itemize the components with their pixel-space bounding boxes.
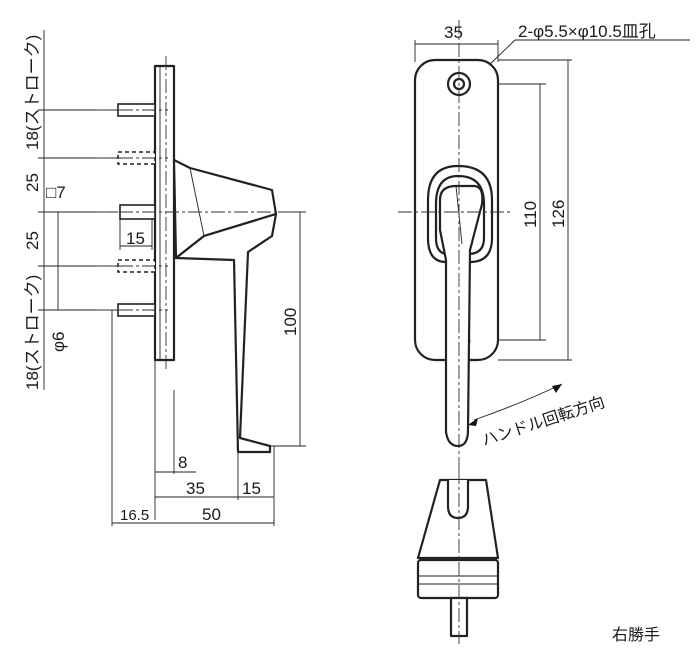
label-width-15: 15	[126, 229, 145, 248]
label-stroke-top: 18(ストローク)	[23, 35, 42, 150]
bottom-flange	[416, 558, 500, 600]
label-dim-110: 110	[521, 201, 540, 228]
base-plate	[153, 64, 176, 362]
handle-front	[438, 184, 484, 448]
label-rotation: ハンドル回転方向	[480, 393, 607, 450]
pins	[117, 103, 156, 317]
label-dim-8: 8	[178, 453, 187, 472]
label-holes: 2-φ5.5×φ10.5皿孔	[518, 22, 656, 41]
label-gap-lower: 25	[23, 231, 42, 250]
label-stroke-bottom: 18(ストローク)	[23, 275, 42, 390]
label-dim-50: 50	[202, 505, 221, 524]
label-phi6: φ6	[49, 332, 68, 352]
label-width-35: 35	[444, 23, 463, 42]
bottom-view	[416, 470, 500, 644]
label-dim-35: 35	[186, 479, 205, 498]
label-right-hand: 右勝手	[612, 626, 660, 644]
side-dimension-lines	[38, 30, 306, 526]
bottom-slot	[446, 480, 470, 520]
front-view: 35 2-φ5.5×φ10.5皿孔 110 126 ハンドル回転方向	[398, 20, 690, 470]
label-height-100: 100	[281, 308, 300, 336]
label-dim-16-5: 16.5	[120, 507, 149, 524]
label-dim-126: 126	[549, 200, 568, 228]
label-dim-15b: 15	[242, 479, 261, 498]
label-gap-upper: 25	[23, 173, 42, 192]
handle-grip-side	[174, 212, 278, 454]
label-square: □7	[46, 183, 66, 202]
front-dimension-lines	[414, 39, 690, 361]
rotation-arrowhead	[552, 384, 562, 393]
side-view: 18(ストローク) 25 □7 25 15 φ6 18(ストローク) 100 8…	[23, 30, 306, 526]
